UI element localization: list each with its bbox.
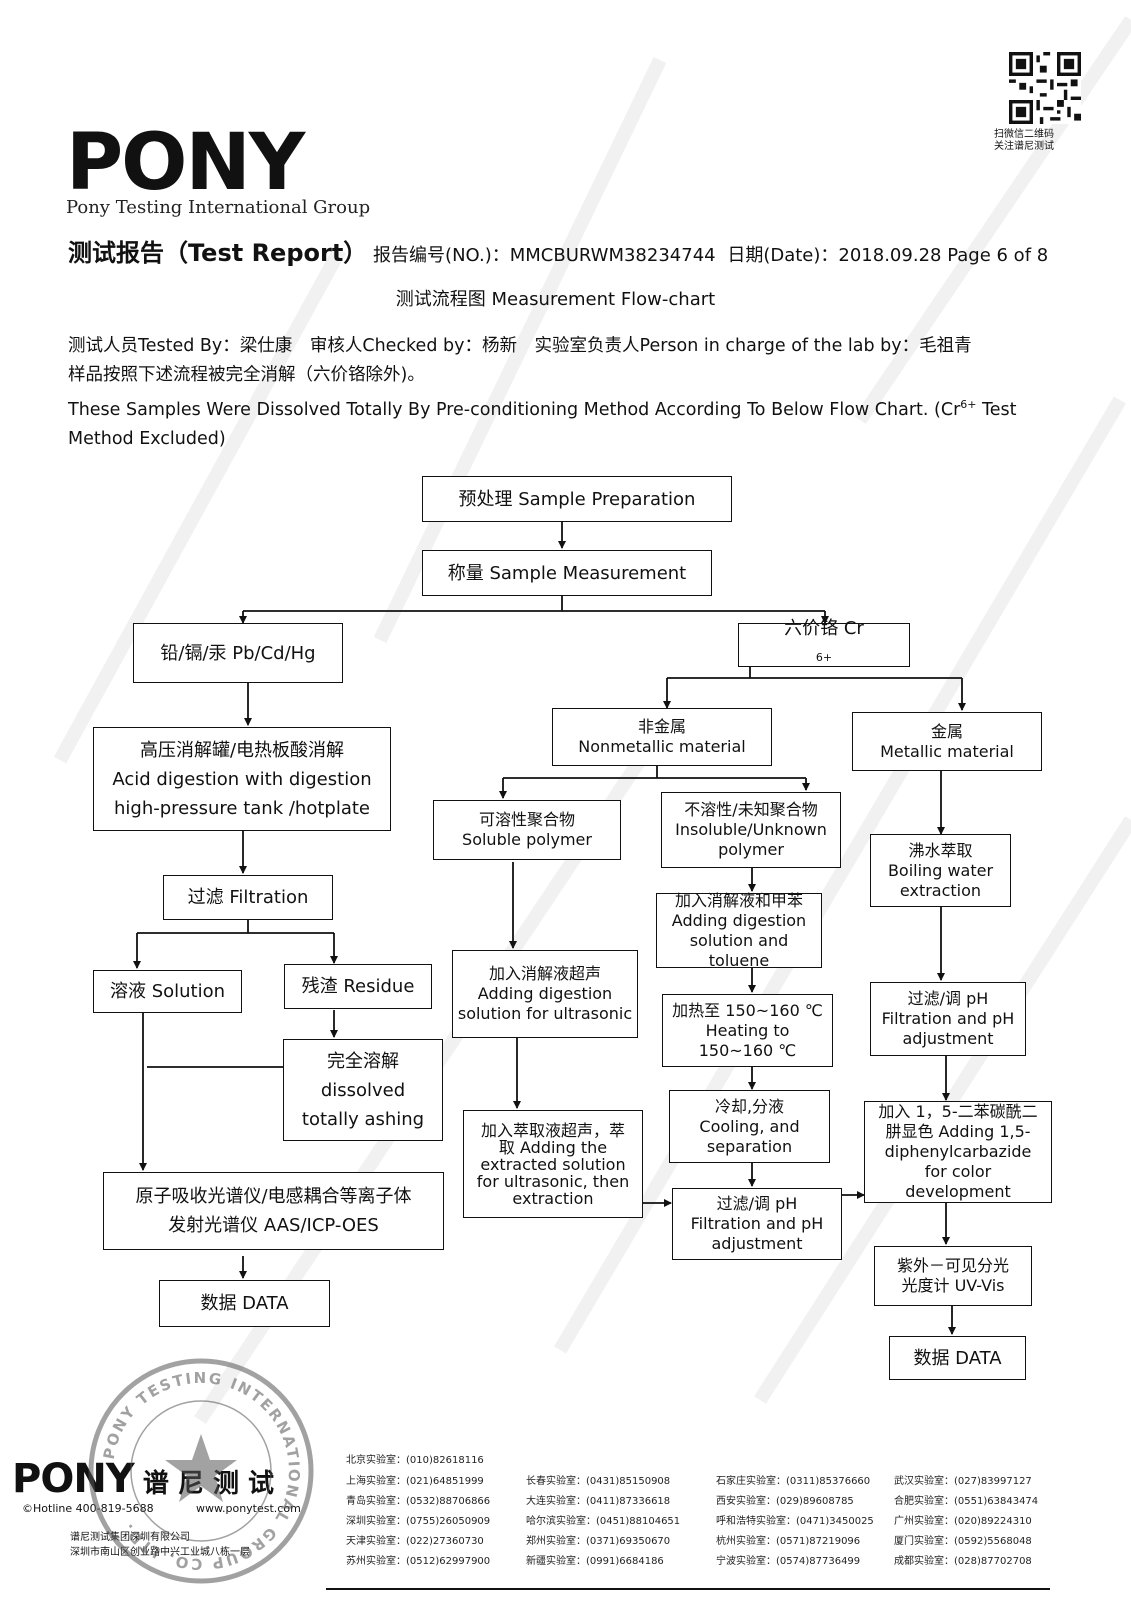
pony-logo: PONY [66, 118, 305, 208]
filtration-box: 过滤 Filtration [163, 875, 333, 920]
report-date: 2018.09.28 [838, 245, 942, 266]
lab-dalian: 大连实验室：(0411)87336618 [526, 1496, 671, 1507]
footer-website: www.ponytest.com [196, 1502, 301, 1515]
lab-hefei: 合肥实验室：(0551)63843474 [894, 1496, 1039, 1507]
lab-shenzhen: 深圳实验室：(0755)26050909 [346, 1516, 491, 1527]
report-no-label: 报告编号(NO.)： [373, 245, 510, 266]
lab-hohhot: 呼和浩特实验室：(0471)3450025 [716, 1516, 874, 1527]
lab-beijing: 北京实验室：(010)82618116 [346, 1455, 484, 1466]
residue-box: 残渣 Residue [284, 964, 432, 1009]
lab-tianjin: 天津实验室：(022)27360730 [346, 1536, 484, 1547]
data-right-box: 数据 DATA [889, 1336, 1026, 1380]
lab-qingdao: 青岛实验室：(0532)88706866 [346, 1496, 491, 1507]
tested-by: 梁仕康 [239, 336, 293, 356]
lab-shijiazhuang: 石家庄实验室：(0311)85376660 [716, 1476, 871, 1487]
diphenylcarbazide-box: 加入 1，5-二苯碳酰二肼显色 Adding 1,5-diphenylcarba… [864, 1101, 1052, 1203]
lab-harbin: 哈尔滨实验室：(0451)88104651 [526, 1516, 681, 1527]
aas-icp-oes-box: 原子吸收光谱仪/电感耦合等离子体发射光谱仪 AAS/ICP-OES [103, 1172, 444, 1250]
qr-code-icon [1009, 52, 1081, 124]
footer-address: 深圳市南山区创业路中兴工业城八栋一层 [70, 1547, 250, 1558]
footer-rule [326, 1588, 1050, 1590]
lab-shanghai: 上海实验室：(021)64851999 [346, 1476, 484, 1487]
lab-chengdu: 成都实验室：(028)87702708 [894, 1556, 1032, 1567]
page-number: Page 6 of 8 [947, 245, 1049, 266]
lab-guangzhou: 广州实验室：(020)89224310 [894, 1516, 1032, 1527]
checked-by: 杨新 [481, 336, 517, 356]
page-subtitle: 测试流程图 Measurement Flow-chart [395, 289, 716, 310]
lab-wuhan: 武汉实验室：(027)83997127 [894, 1476, 1032, 1487]
lab-changchun: 长春实验室：(0431)85150908 [526, 1476, 671, 1487]
lab-xinjiang: 新疆实验室：(0991)6684186 [526, 1556, 664, 1567]
lab-head: 毛祖青 [919, 336, 972, 356]
footer-hotline: ©Hotline 400-819-5688 [22, 1502, 154, 1515]
lab-suzhou: 苏州实验室：(0512)62997900 [346, 1556, 491, 1567]
date-label: 日期(Date)： [727, 245, 839, 266]
data-left-box: 数据 DATA [159, 1280, 330, 1327]
uv-vis-box: 紫外－可见分光光度计 UV-Vis [874, 1246, 1032, 1306]
lab-zhengzhou: 郑州实验室：(0371)69350670 [526, 1536, 671, 1547]
report-title-en: （Test Report） [164, 239, 368, 267]
footer-company: 谱尼测试集团深圳有限公司 [70, 1532, 190, 1543]
lab-ningbo: 宁波实验室：(0574)87736499 [716, 1556, 861, 1567]
qr-caption: 扫微信二维码 关注谱尼测试 [994, 129, 1054, 152]
intro-en: These Samples Were Dissolved Totally By … [68, 398, 1017, 449]
report-no: MMCBURWM38234744 [509, 245, 716, 266]
sample-preparation-box: 预处理 Sample Preparation [422, 476, 732, 522]
report-header: 测试报告（Test Report） 报告编号(NO.)：MMCBURWM3823… [68, 233, 1048, 268]
lab-xian: 西安实验室：(029)89608785 [716, 1496, 854, 1507]
solution-box: 溶液 Solution [93, 970, 242, 1013]
intro-cn: 样品按照下述流程被完全消解（六价铬除外)。 [68, 365, 425, 385]
sample-measurement-box: 称量 Sample Measurement [422, 550, 712, 596]
staff-line: 测试人员Tested By：梁仕康 审核人Checked by：杨新 实验室负责… [68, 336, 972, 356]
lab-xiamen: 厦门实验室：(0592)5568048 [894, 1536, 1032, 1547]
lab-hangzhou: 杭州实验室：(0571)87219096 [716, 1536, 861, 1547]
report-title-cn: 测试报告 [68, 239, 164, 267]
group-name: Pony Testing International Group [66, 197, 371, 218]
company-seal-stamp: PONY TESTING INTERNATIONAL GROUP CO. LTD… [88, 1358, 314, 1584]
pb-cd-hg-box: 铅/镉/汞 Pb/Cd/Hg [133, 623, 343, 683]
